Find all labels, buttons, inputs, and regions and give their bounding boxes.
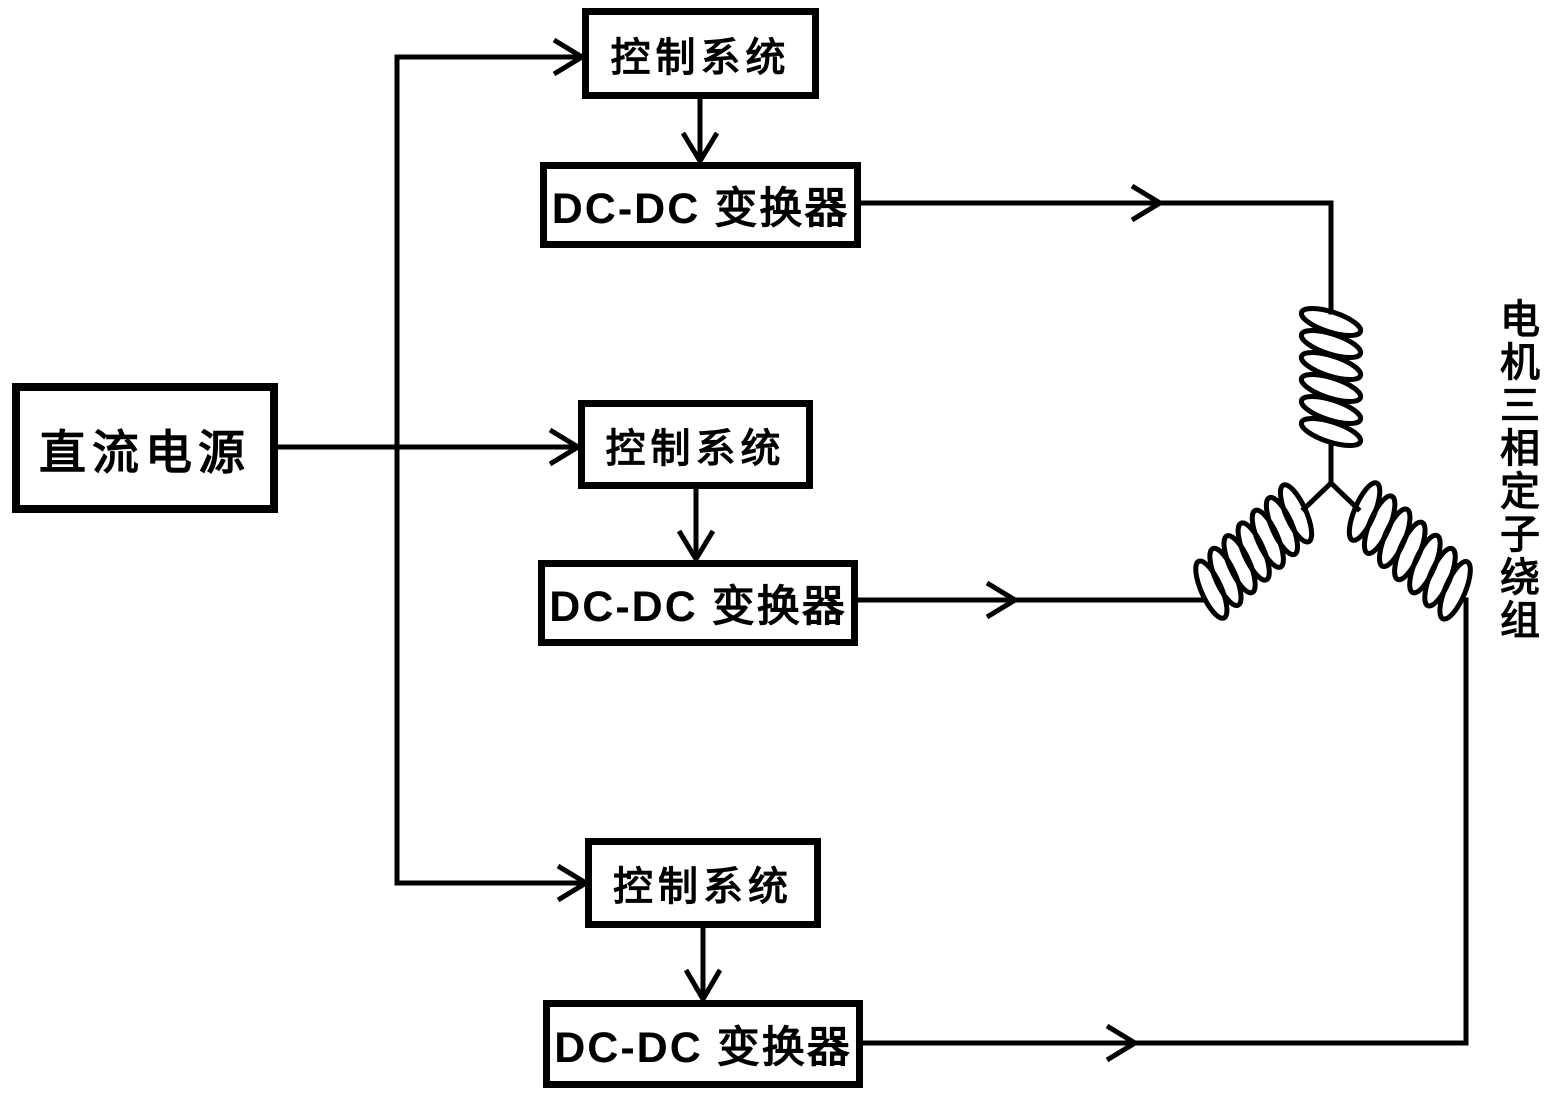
arrowhead-mid-3 [1105,1023,1140,1063]
control-system-label-1: 控制系统 [610,35,791,80]
arrowhead-mid-2 [985,580,1020,620]
coil-phase-left [1193,482,1315,621]
dcdc-converter-box-3: DC-DC 变换器 [543,1000,863,1088]
wire-control1-to-dcdc1 [680,96,720,166]
dcdc-converter-box-2: DC-DC 变换器 [538,560,858,646]
wire-source-to-control2 [275,427,583,467]
control-system-box-1: 控制系统 [582,8,819,99]
dc-source-box: 直流电源 [12,383,278,513]
arrowhead-down-3 [683,968,723,1004]
dc-source-label: 直流电源 [39,425,251,479]
coil-phase-top [1298,306,1364,448]
arrowhead-down-2 [676,529,716,564]
dcdc-converter-label-1: DC-DC 变换器 [551,185,850,233]
arrowhead-mid-1 [1130,183,1165,223]
dcdc-converter-label-2: DC-DC 变换器 [549,583,847,631]
wire-control2-to-dcdc2 [676,486,716,564]
wire-dcdc2-to-winding-left [855,580,1206,620]
control-system-box-2: 控制系统 [578,400,813,489]
wire-control3-to-dcdc3 [683,925,723,1004]
dcdc-converter-box-1: DC-DC 变换器 [540,162,861,248]
arrowhead-down-1 [680,131,720,166]
control-system-label-3: 控制系统 [613,865,793,909]
control-system-label-2: 控制系统 [605,426,786,471]
wire-dcdc1-to-winding-top [858,183,1334,315]
coil-phase-right [1346,480,1473,622]
control-system-box-3: 控制系统 [585,838,821,928]
wire-dcdc3-to-winding-right [860,597,1469,1063]
winding-star-point [1300,441,1362,513]
dcdc-converter-label-3: DC-DC 变换器 [554,1024,852,1072]
winding-label: 电机三相定子绕组 [1494,298,1538,642]
